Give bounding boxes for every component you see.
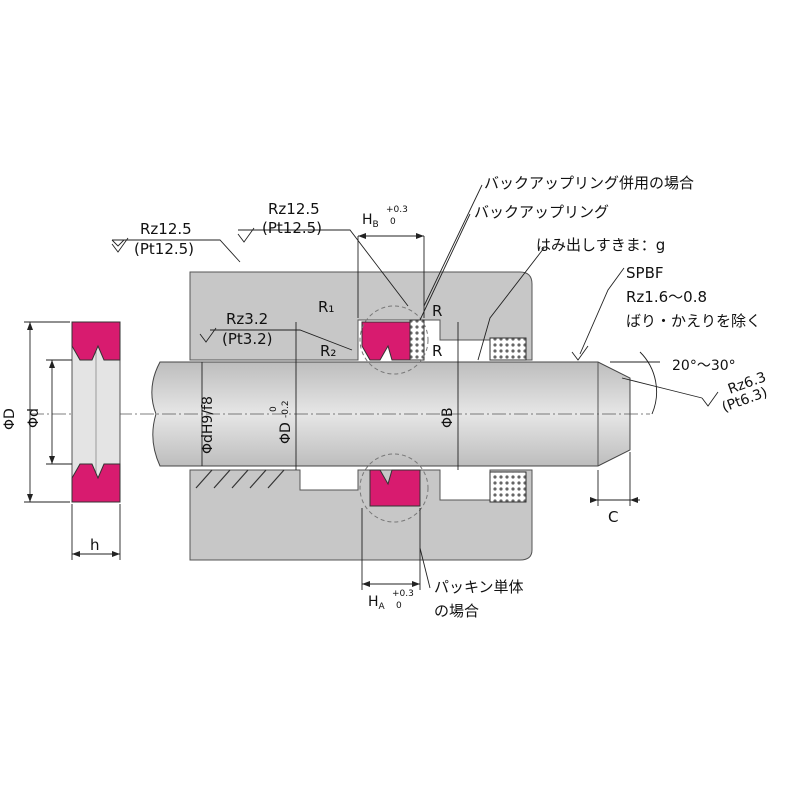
seal-upper	[361, 321, 411, 361]
label-ha-tol-up: +0.3	[392, 589, 414, 599]
detail-circle-upper	[359, 305, 429, 375]
backup-ring-upper	[409, 319, 425, 361]
label-r-b: R	[432, 342, 442, 360]
label-r2: R₂	[320, 342, 336, 360]
label-rz-range: Rz1.6～0.8	[626, 288, 707, 306]
label-spbf: SPBF	[626, 264, 664, 282]
label-pt125-a: (Pt12.5)	[134, 240, 194, 258]
dim-phid	[46, 359, 72, 465]
label-phid: Φd	[26, 408, 42, 428]
label-hb-tol-up: +0.3	[386, 205, 408, 215]
label-packing-single-1: パッキン単体	[434, 578, 524, 596]
label-ha: HA	[368, 594, 386, 612]
label-hb: HB	[362, 212, 379, 230]
dim-c	[590, 452, 640, 506]
seal-lower	[369, 469, 421, 507]
backup-ring-lower-block	[489, 471, 527, 503]
label-hb-tol-low: 0	[390, 217, 396, 227]
label-phid-h9f8: ΦdH9/f8	[200, 396, 216, 454]
seal-cross-section	[71, 321, 121, 503]
label-pt125-b: (Pt12.5)	[262, 219, 322, 237]
label-packing-single-2: の場合	[434, 602, 479, 620]
label-pt32: (Pt3.2)	[222, 330, 273, 348]
label-phiB: ΦB	[440, 407, 456, 428]
housing-upper	[189, 271, 533, 361]
roughness-symbols	[111, 227, 719, 407]
label-rz125-b: Rz12.5	[268, 200, 320, 218]
label-deburr: ばり・かえりを除く	[626, 312, 761, 330]
label-phiD-tol-up: 0	[269, 406, 279, 412]
thread-hatch	[195, 469, 285, 489]
label-r-a: R	[432, 302, 442, 320]
label-backup-combined: バックアップリング併用の場合	[484, 174, 694, 192]
angle-indicator	[610, 351, 660, 415]
leader-lines	[111, 184, 703, 589]
label-angle: 20°～30°	[672, 358, 736, 374]
dim-h	[71, 504, 121, 560]
label-h: h	[90, 536, 100, 554]
label-r1: R₁	[318, 298, 334, 316]
label-phiD: ΦD	[2, 408, 18, 430]
dim-ha	[361, 508, 421, 590]
housing-lower	[189, 469, 533, 561]
label-extrusion-gap: はみ出しすきま：g	[536, 236, 665, 254]
label-ha-tol-low: 0	[396, 601, 402, 611]
label-phiD-rod: ΦD	[278, 422, 294, 444]
label-phiD-tol-low: -0.2	[281, 400, 291, 418]
label-rz125-a: Rz12.5	[140, 220, 192, 238]
label-backup-ring: バックアップリング	[474, 203, 609, 221]
dim-phiD	[24, 321, 70, 503]
dim-hb	[357, 233, 425, 318]
label-rz32: Rz3.2	[226, 310, 268, 328]
label-c: C	[608, 508, 618, 526]
dim-rod-inner	[201, 322, 459, 470]
backup-ring-upper-block	[489, 337, 527, 361]
detail-circle-lower	[359, 453, 429, 523]
